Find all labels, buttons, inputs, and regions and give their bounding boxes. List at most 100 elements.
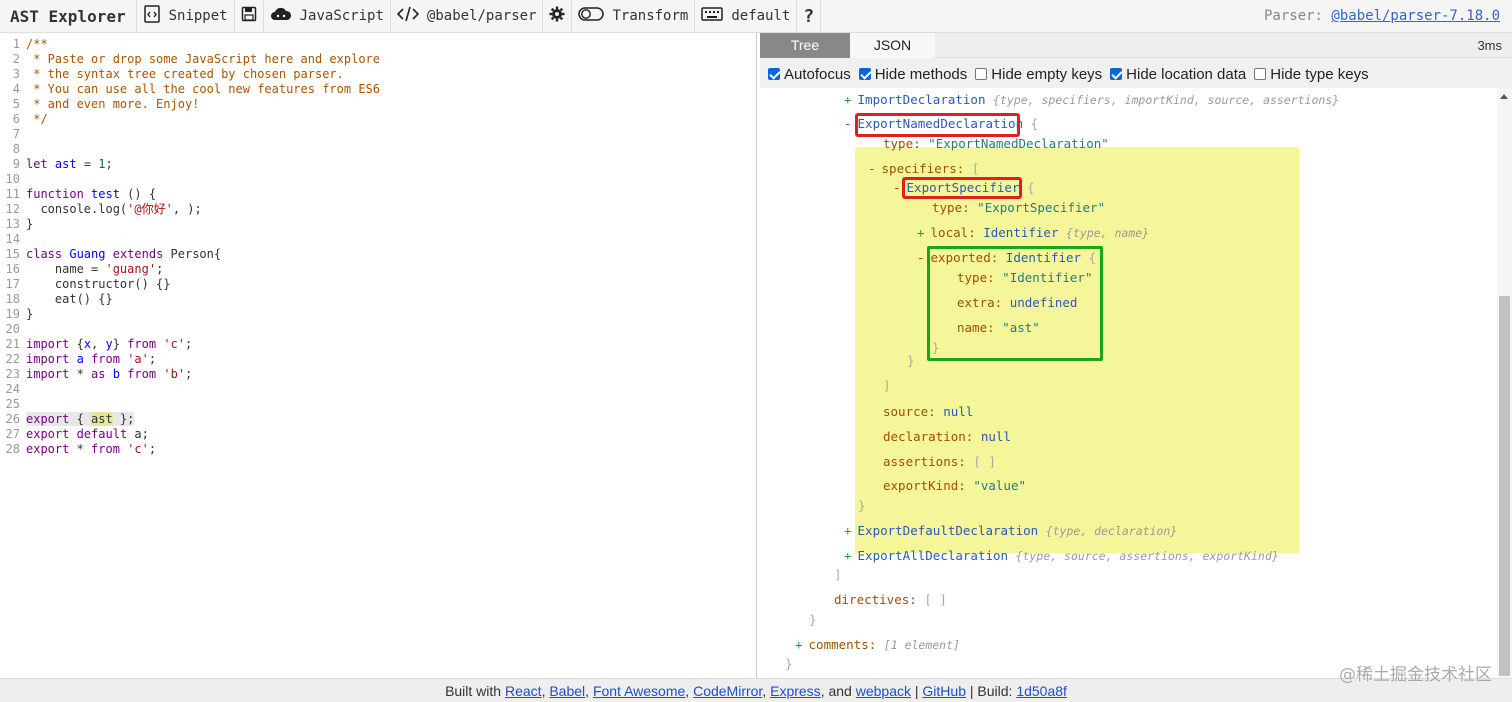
- output-tabs: Tree JSON 3ms: [760, 33, 1512, 58]
- code-line-4: 4 * You can use all the cool new feature…: [12, 82, 381, 96]
- code-editor[interactable]: 1/** 2 * Paste or drop some JavaScript h…: [0, 33, 757, 678]
- keymap-select[interactable]: default: [695, 0, 798, 33]
- save-button[interactable]: [235, 0, 264, 33]
- link-build-hash[interactable]: 1d50a8f: [1016, 683, 1067, 699]
- keymap-label: default: [731, 8, 791, 24]
- code-line-12: 12 console.log('@你好', );: [5, 202, 202, 216]
- hide-type-option[interactable]: Hide type keys: [1254, 66, 1369, 83]
- parse-time: 3ms: [1477, 38, 1502, 53]
- parser-version-link[interactable]: @babel/parser-7.18.0: [1331, 8, 1500, 24]
- code-file-icon: [143, 5, 161, 27]
- code-line-6: 6 */: [12, 112, 48, 126]
- tree-close-specifier: }: [907, 353, 915, 368]
- snippet-menu[interactable]: Snippet: [137, 0, 235, 33]
- tree-prop-exp-extra: extra: undefined: [957, 295, 1078, 310]
- autofocus-option[interactable]: Autofocus: [768, 66, 851, 83]
- scrollbar-thumb[interactable]: [1499, 296, 1510, 676]
- hide-type-checkbox[interactable]: [1254, 68, 1267, 80]
- parser-label: @babel/parser: [426, 8, 537, 24]
- keyboard-icon: [701, 6, 724, 26]
- tree-node-export-default[interactable]: +ExportDefaultDeclaration {type, declara…: [844, 523, 1178, 538]
- tree-close-file: }: [785, 656, 793, 671]
- tree-prop-local[interactable]: +local: Identifier {type, name}: [917, 225, 1150, 240]
- tree-prop-exported[interactable]: -exported: Identifier {: [917, 250, 1097, 265]
- code-line-1: 1/**: [12, 37, 48, 51]
- autofocus-checkbox[interactable]: [768, 68, 780, 80]
- transform-label: Transform: [612, 8, 689, 24]
- language-label: JavaScript: [299, 8, 384, 24]
- toolbar: AST Explorer Snippet JavaScript @babel/p…: [0, 0, 1512, 33]
- tree-prop-declaration: declaration: null: [883, 429, 1011, 444]
- hide-location-option[interactable]: Hide location data: [1110, 66, 1246, 83]
- link-webpack[interactable]: webpack: [855, 683, 911, 699]
- code-line-16: 16 name = 'guang';: [5, 262, 164, 276]
- code-line-14: 14: [5, 232, 20, 246]
- code-line-19: 19}: [5, 307, 34, 321]
- tree-prop-comments[interactable]: +comments: [1 element]: [795, 637, 960, 652]
- parser-info-prefix: Parser:: [1263, 8, 1332, 24]
- annotation-box-export-named: [855, 113, 1020, 137]
- tree-prop-spec-type: type: "ExportSpecifier": [932, 200, 1106, 215]
- parser-info: Parser: @babel/parser-7.18.0: [1264, 8, 1512, 24]
- scroll-up-arrow-icon[interactable]: [1500, 94, 1508, 99]
- code-line-25: 25: [5, 397, 20, 411]
- hide-empty-option[interactable]: Hide empty keys: [975, 66, 1102, 83]
- hide-methods-option[interactable]: Hide methods: [858, 66, 967, 83]
- link-express[interactable]: Express: [770, 683, 821, 699]
- link-font-awesome[interactable]: Font Awesome: [592, 683, 686, 699]
- snippet-label: Snippet: [168, 8, 228, 24]
- code-line-7: 7: [12, 127, 20, 141]
- link-react[interactable]: React: [504, 683, 542, 699]
- output-panel: Tree JSON 3ms Autofocus Hide methods Hid…: [760, 33, 1512, 678]
- tree-prop-exp-type: type: "Identifier": [957, 270, 1093, 285]
- help-button[interactable]: ?: [797, 0, 822, 33]
- save-icon: [241, 6, 257, 26]
- annotation-box-exported: [927, 246, 1103, 361]
- hide-empty-checkbox[interactable]: [975, 68, 988, 80]
- tree-node-export-specifier[interactable]: -ExportSpecifier {: [893, 180, 1035, 195]
- settings-button[interactable]: [543, 0, 573, 33]
- tree-prop-source: source: null: [883, 404, 974, 419]
- tree-prop-type: type: "ExportNamedDeclaration": [883, 136, 1109, 151]
- tab-tree[interactable]: Tree: [760, 33, 850, 58]
- code-line-2: 2 * Paste or drop some JavaScript here a…: [12, 52, 381, 66]
- tree-node-export-all[interactable]: +ExportAllDeclaration {type, source, ass…: [844, 548, 1279, 563]
- hide-location-checkbox[interactable]: [1110, 68, 1123, 80]
- cloud-icon: [270, 6, 292, 26]
- hide-methods-checkbox[interactable]: [858, 68, 871, 80]
- app-title: AST Explorer: [0, 0, 137, 33]
- transform-toggle[interactable]: Transform: [572, 0, 696, 33]
- ast-tree[interactable]: +ImportDeclaration {type, specifiers, im…: [760, 88, 1497, 678]
- link-github[interactable]: GitHub: [922, 683, 966, 699]
- question-icon: ?: [803, 5, 815, 27]
- tab-json[interactable]: JSON: [850, 33, 935, 58]
- tree-close-body: ]: [834, 567, 842, 582]
- parser-select[interactable]: @babel/parser: [391, 0, 544, 33]
- code-brackets-icon: [396, 6, 420, 26]
- link-babel[interactable]: Babel: [549, 683, 586, 699]
- language-select[interactable]: JavaScript: [264, 0, 391, 33]
- tree-prop-specifiers[interactable]: -specifiers: [: [868, 161, 980, 176]
- tree-close-specifiers: ]: [883, 378, 891, 393]
- tree-node-export-named[interactable]: -ExportNamedDeclaration {: [844, 116, 1039, 131]
- tree-prop-directives: directives: [ ]: [834, 592, 947, 607]
- gear-icon: [549, 6, 565, 26]
- code-line-13: 13}: [5, 217, 34, 231]
- link-codemirror[interactable]: CodeMirror: [693, 683, 763, 699]
- tree-prop-assertions: assertions: [ ]: [883, 454, 996, 469]
- tree-close-exported: }: [932, 340, 940, 355]
- tree-scrollbar[interactable]: [1497, 88, 1512, 678]
- tree-close-export-named: }: [858, 498, 866, 513]
- tree-prop-exp-name: name: "ast": [957, 320, 1040, 335]
- code-line-8: 8: [12, 142, 20, 156]
- tree-node-import[interactable]: +ImportDeclaration {type, specifiers, im…: [844, 92, 1340, 107]
